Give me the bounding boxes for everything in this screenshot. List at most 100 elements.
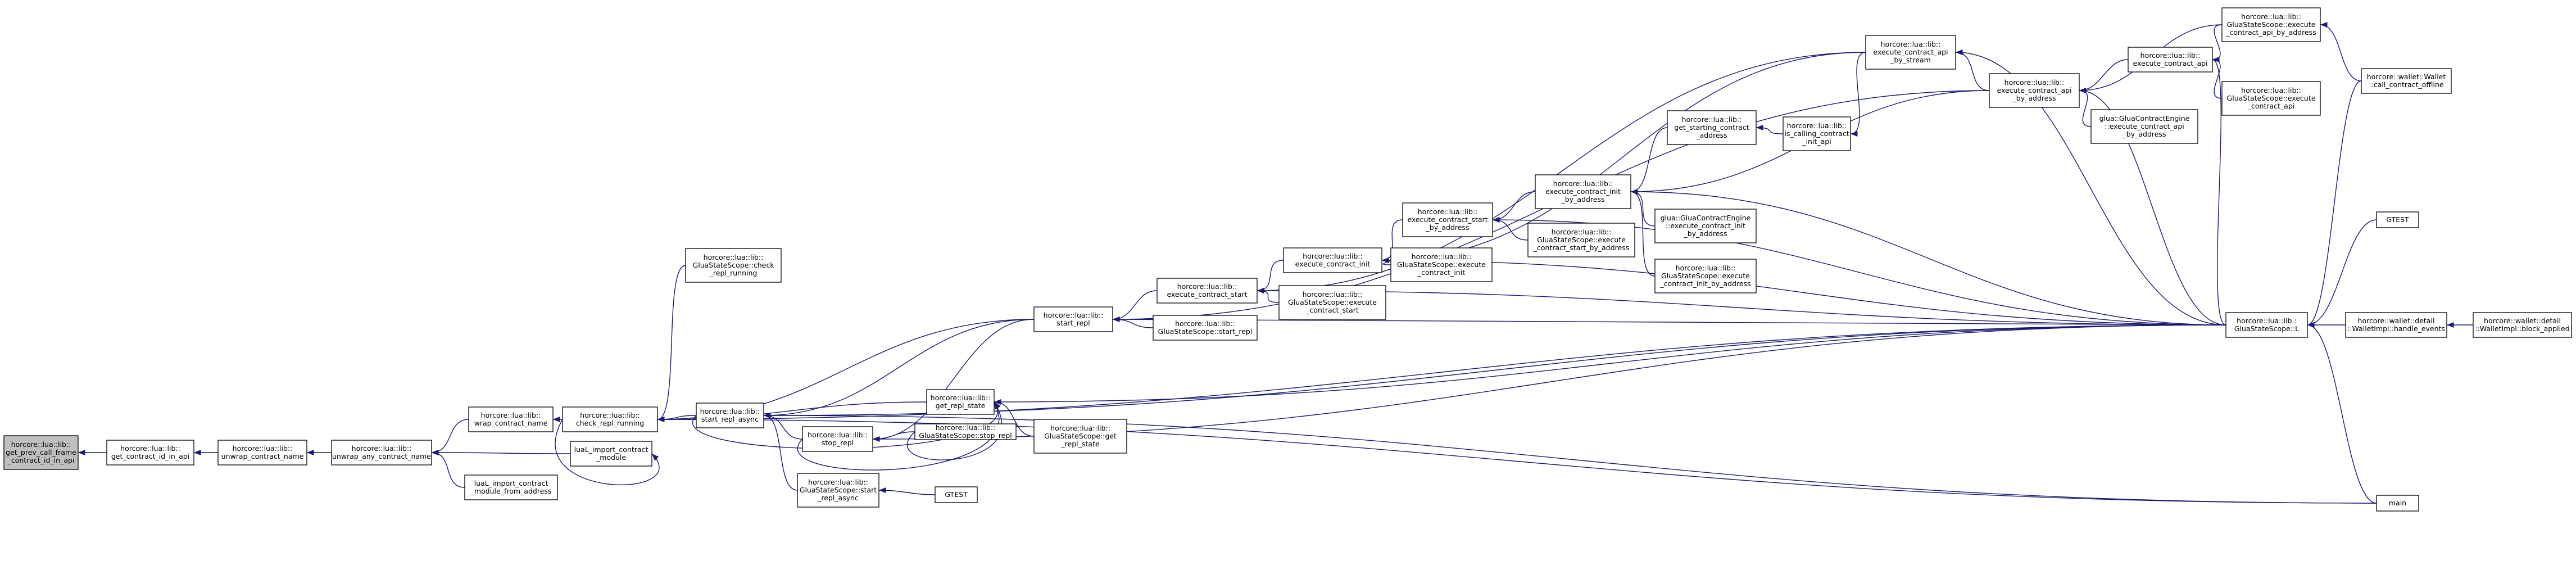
graph-node-n22[interactable]: horcore::lua::lib::GluaStateScope::execu…: [1390, 247, 1493, 282]
graph-node-n31[interactable]: glua::GluaContractEngine::execute_contra…: [2090, 109, 2198, 144]
node-label-line: horcore::lua::lib::: [1787, 121, 1847, 130]
graph-node-n40[interactable]: main: [2376, 495, 2419, 512]
node-label-line: horcore::lua::lib::: [2004, 78, 2065, 87]
node-box: [797, 473, 879, 508]
node-label-line: _contract_api: [2247, 102, 2294, 110]
edge-n12-to-n9: [763, 413, 798, 491]
node-label-line: _repl_state: [1060, 440, 1099, 448]
node-box: [468, 406, 554, 432]
edge-n11-to-n9: [763, 412, 803, 440]
graph-node-n32[interactable]: horcore::lua::lib::execute_contract_api: [2128, 47, 2213, 73]
edge-n13-to-n12: [878, 487, 936, 495]
node-box: [2090, 109, 2198, 144]
node-label-line: execute_contract_init: [1545, 187, 1621, 196]
edge-n37-to-n35: [2307, 80, 2362, 328]
graph-node-n26[interactable]: horcore::lua::lib::is_calling_contract_i…: [1783, 116, 1851, 151]
graph-node-n13[interactable]: GTEST: [935, 486, 978, 503]
graph-node-n14[interactable]: horcore::lua::lib::GluaStateScope::stop_…: [914, 423, 1017, 440]
node-label-line: unwrap_contract_name: [221, 452, 304, 460]
node-label-line: horcore::lua::lib::: [936, 423, 996, 432]
node-label-line: horcore::lua::lib::: [1303, 290, 1363, 299]
node-label-line: horcore::lua::lib::: [931, 394, 991, 402]
graph-node-n5[interactable]: luaL_import_contract_module_from_address: [464, 474, 558, 500]
graph-node-n18[interactable]: horcore::lua::lib::GluaStateScope::start…: [1153, 315, 1258, 341]
graph-node-n25[interactable]: horcore::lua::lib::get_starting_contract…: [1667, 110, 1757, 145]
edges-layer: [78, 21, 2473, 504]
edge-n16-to-n11: [872, 319, 1035, 442]
edge-n35-to-n17: [1257, 287, 2226, 326]
graph-node-n15[interactable]: horcore::lua::lib::GluaStateScope::get_r…: [1033, 419, 1127, 454]
node-label-line: GluaStateScope::get: [1044, 432, 1117, 440]
node-label-line: _contract_init: [1417, 268, 1465, 277]
graph-node-n2[interactable]: horcore::lua::lib::unwrap_contract_name: [217, 440, 307, 465]
graph-node-n9[interactable]: horcore::lua::lib::start_repl_async: [696, 403, 764, 428]
node-box: [1783, 116, 1851, 151]
node-box: [914, 423, 1017, 440]
graph-node-n36[interactable]: GTEST: [2376, 211, 2419, 228]
node-box: [2376, 495, 2419, 512]
graph-node-n3[interactable]: horcore::lua::lib::unwrap_any_contract_n…: [331, 440, 432, 465]
graph-node-n34[interactable]: horcore::lua::lib::GluaStateScope::execu…: [2221, 81, 2321, 116]
graph-node-n12[interactable]: horcore::lua::lib::GluaStateScope::start…: [797, 473, 879, 508]
graph-node-n1[interactable]: horcore::lua::lib::get_contract_id_in_ap…: [106, 440, 194, 465]
graph-node-n19[interactable]: horcore::lua::lib::execute_contract_init: [1283, 247, 1382, 273]
graph-node-n27[interactable]: glua::GluaContractEngine::execute_contra…: [1654, 209, 1757, 243]
node-box: [1865, 35, 1956, 70]
graph-node-n24[interactable]: horcore::lua::lib::GluaStateScope::execu…: [1527, 223, 1635, 257]
graph-node-n23[interactable]: horcore::lua::lib::execute_contract_init…: [1535, 174, 1631, 209]
edge-n31-to-n30: [2079, 87, 2092, 127]
node-label-line: check_repl_running: [576, 419, 644, 427]
node-label-line: GluaStateScope::execute: [2227, 94, 2316, 102]
graph-node-n16[interactable]: horcore::lua::lib::start_repl: [1033, 306, 1113, 332]
node-label-line: _by_stream: [1890, 56, 1931, 64]
node-label-line: main: [2389, 499, 2406, 507]
graph-node-n0[interactable]: horcore::lua::lib::get_prev_call_frame_c…: [3, 435, 79, 470]
node-box: [1033, 306, 1113, 332]
node-label-line: GluaStateScope::execute: [1661, 272, 1750, 280]
node-box: [1527, 223, 1635, 257]
graph-node-n11[interactable]: horcore::lua::lib::stop_repl: [802, 426, 873, 452]
graph-node-n6[interactable]: horcore::lua::lib::check_repl_running: [562, 406, 658, 432]
graph-node-n10[interactable]: horcore::lua::lib::get_repl_state: [926, 389, 995, 415]
graph-node-n35[interactable]: horcore::lua::lib::GluaStateScope::L: [2225, 312, 2308, 338]
graph-node-n4[interactable]: horcore::lua::lib::wrap_contract_name: [468, 406, 554, 432]
node-label-line: horcore::lua::lib::: [1044, 311, 1104, 319]
edge-n7-to-n3: [431, 449, 571, 456]
node-box: [562, 406, 658, 432]
graph-node-n38[interactable]: horcore::wallet::detail::WalletImpl::han…: [2345, 312, 2447, 338]
node-label-line: horcore::lua::lib::: [1676, 264, 1736, 272]
graph-node-n29[interactable]: horcore::lua::lib::execute_contract_api_…: [1865, 35, 1956, 70]
graph-node-n39[interactable]: horcore::wallet::detail::WalletImpl::blo…: [2473, 312, 2572, 338]
graph-node-n28[interactable]: horcore::lua::lib::GluaStateScope::execu…: [1654, 259, 1757, 293]
node-label-line: GluaStateScope::execute: [1537, 236, 1626, 244]
graph-node-n30[interactable]: horcore::lua::lib::execute_contract_api_…: [1989, 73, 2080, 108]
graph-node-n33[interactable]: horcore::lua::lib::GluaStateScope::execu…: [2221, 7, 2321, 42]
node-label-line: horcore::lua::lib::: [1418, 207, 1478, 216]
graph-node-n20[interactable]: horcore::lua::lib::GluaStateScope::execu…: [1278, 285, 1386, 320]
edge-n28-to-n23: [1630, 189, 1656, 277]
node-label-line: horcore::lua::lib::: [11, 440, 71, 449]
node-label-line: execute_contract_start: [1167, 290, 1247, 299]
node-label-line: _contract_api_by_address: [2225, 28, 2316, 37]
node-box: [2376, 211, 2419, 228]
node-box: [1667, 110, 1757, 145]
node-label-line: unwrap_any_contract_name: [332, 452, 431, 460]
edge-n32-to-n30: [2079, 59, 2129, 94]
node-box: [1283, 247, 1382, 273]
edge-n17-to-n16: [1112, 290, 1158, 323]
edge-n6-to-n7: [555, 419, 660, 486]
node-label-line: execute_contract_api: [1997, 86, 2071, 94]
graph-node-n8[interactable]: horcore::lua::lib::GluaStateScope::check…: [685, 248, 782, 283]
graph-node-n7[interactable]: luaL_import_contract_module: [570, 441, 652, 467]
node-label-line: execute_contract_start: [1407, 215, 1487, 224]
node-label-line: _by_address: [2123, 130, 2166, 138]
graph-node-n37[interactable]: horcore::wallet::Wallet::call_contract_o…: [2361, 68, 2452, 94]
node-label-line: horcore::lua::lib::: [700, 407, 760, 415]
graph-node-n21[interactable]: horcore::lua::lib::execute_contract_star…: [1402, 202, 1493, 237]
node-box: [2361, 68, 2452, 94]
edge-n35-to-n10: [994, 324, 2226, 405]
node-label-line: _address: [1695, 131, 1727, 139]
graph-node-n17[interactable]: horcore::lua::lib::execute_contract_star…: [1157, 278, 1258, 304]
node-label-line: horcore::lua::lib::: [1553, 179, 1613, 188]
node-box: [1654, 209, 1757, 243]
